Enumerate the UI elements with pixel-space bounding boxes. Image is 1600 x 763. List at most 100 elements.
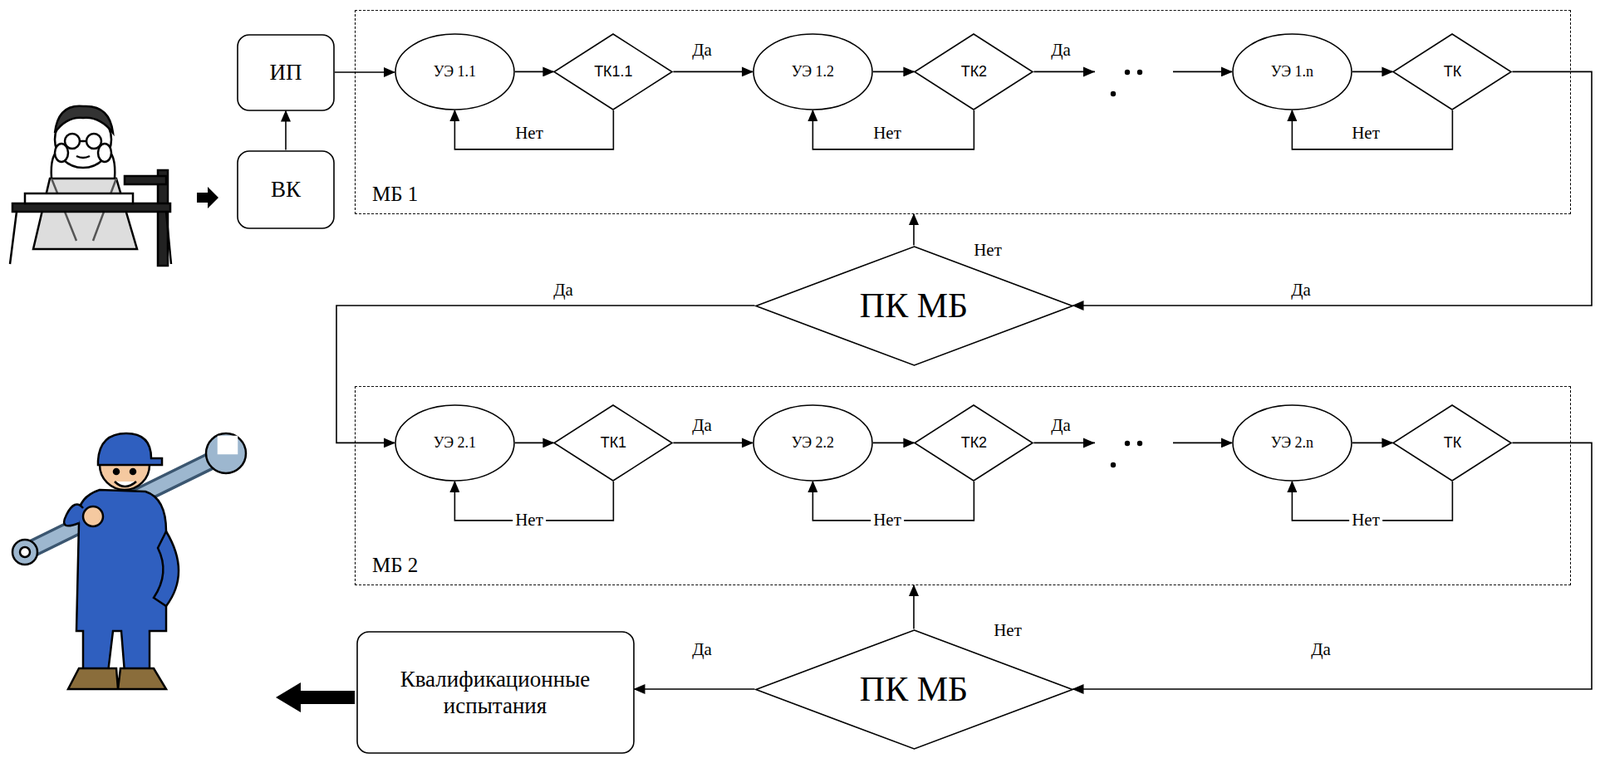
node-text: УЭ 1.n: [1271, 63, 1314, 82]
node-text: ВК: [270, 176, 301, 203]
node-text: ТК1.1: [593, 63, 634, 82]
decision-diamond: ПК МБ: [755, 629, 1074, 751]
edge-label: Да: [1288, 280, 1314, 300]
text-holder: Квалификационные испытания: [356, 631, 635, 755]
flow-connector: [672, 442, 753, 445]
edge-label: Да: [1048, 40, 1074, 60]
node-text: УЭ 2.n: [1271, 434, 1314, 453]
node-outline: [356, 631, 635, 755]
mechanic-figure: [12, 433, 246, 690]
ellipse-outline: [753, 405, 873, 481]
node-text: МБ 1: [372, 181, 418, 207]
flow-connector: [454, 110, 614, 150]
illustration-part: [19, 547, 30, 558]
text-holder: УЭ 1.2: [752, 33, 874, 111]
edge-label: Нет: [870, 123, 904, 143]
illustration-part: [218, 436, 237, 454]
illustration-part: [153, 531, 179, 607]
illustration-part: [68, 668, 167, 690]
check-diamond: ТК: [1392, 33, 1512, 111]
element-ellipse: УЭ 1.2: [752, 33, 874, 111]
node-text: ПК МБ: [859, 668, 968, 711]
flow-connector: [873, 71, 915, 74]
diamond-outline: [554, 405, 673, 481]
illustration-part: [124, 176, 167, 185]
edge-label: Нет: [971, 240, 1005, 261]
ellipse-outline: [395, 405, 515, 481]
illustration-part: [76, 156, 90, 158]
diamond-outline: [914, 34, 1033, 110]
flow-connector: [1033, 442, 1232, 445]
node-text: УЭ 1.1: [433, 63, 477, 82]
edge-label: Нет: [512, 123, 546, 143]
illustration-part: [98, 433, 162, 466]
illustration-part: [206, 433, 246, 474]
text-holder: ТК: [1392, 404, 1512, 482]
ellipse-outline: [395, 34, 515, 110]
text-holder: ПК МБ: [755, 245, 1074, 367]
text-holder: ВК: [236, 150, 335, 230]
continuation-dots: [1110, 462, 1116, 468]
node-text: ТК2: [961, 63, 988, 82]
flow-connector: [812, 110, 974, 150]
diamond-outline: [1393, 405, 1512, 481]
edge-label: Нет: [870, 510, 904, 531]
text-holder: ТК1.1: [553, 33, 673, 111]
illustration-part: [54, 106, 113, 133]
edge-label: Да: [689, 416, 715, 436]
text-holder: УЭ 1.1: [394, 33, 516, 111]
illustration-part: [33, 178, 138, 250]
continuation-dots: [1137, 69, 1143, 75]
box-outline: [357, 632, 634, 754]
module-block: МБ 1 УЭ 1.1 ТК1.1 УЭ 1.2 ТК2 УЭ 1.n ТК: [354, 9, 1571, 215]
element-ellipse: УЭ 1.1: [394, 33, 516, 111]
flow-connector: [672, 71, 753, 74]
flow-connector: [1073, 442, 1593, 690]
diamond-outline: [914, 405, 1033, 481]
text-holder: ТК2: [913, 33, 1034, 111]
process-box: ВК: [236, 150, 335, 230]
illustration-part: [12, 539, 38, 565]
edge-label: Нет: [1349, 510, 1383, 531]
flow-connector: [912, 585, 915, 630]
flow-connector: [515, 71, 555, 74]
diamond-outline: [755, 246, 1073, 366]
illustration-part: [79, 140, 87, 143]
node-text: ИП: [269, 58, 303, 86]
flow-connector: [515, 442, 555, 445]
decision-diamond: ПК МБ: [755, 245, 1074, 367]
node-text: УЭ 1.2: [791, 63, 835, 82]
text-holder: ТК: [1392, 33, 1512, 111]
illustration-part: [113, 469, 119, 475]
process-box: Квалификационные испытания: [356, 631, 635, 755]
edge-label: Да: [689, 640, 715, 660]
edge-label: Да: [550, 280, 576, 300]
node-text: УЭ 2.2: [791, 434, 835, 453]
illustration-part: [98, 143, 112, 162]
text-holder: ТК1: [553, 404, 673, 482]
edge-label: Да: [1308, 640, 1334, 660]
node-text: УЭ 2.1: [433, 434, 477, 453]
edge-label: Да: [1048, 416, 1074, 436]
illustration-part: [63, 505, 84, 527]
box-outline: [237, 34, 334, 111]
flow-connector: [1033, 71, 1232, 74]
text-holder: ИП: [236, 34, 335, 112]
element-ellipse: УЭ 2.2: [752, 404, 874, 482]
box-outline: [237, 151, 334, 229]
continuation-dots: [1110, 91, 1116, 97]
flow-connector: [1352, 442, 1394, 445]
illustration-part: [54, 143, 69, 162]
flow-connector: [873, 442, 915, 445]
continuation-dots: [1124, 69, 1130, 75]
text-holder: УЭ 2.2: [752, 404, 874, 482]
module-block: МБ 2УЭ 2.1ТК1УЭ 2.2ТК2УЭ 2.nТК: [354, 386, 1571, 586]
input-arrow: [196, 186, 219, 209]
text-holder: УЭ 1.n: [1231, 33, 1353, 111]
flow-connector: [1291, 110, 1453, 150]
ellipse-outline: [753, 34, 873, 110]
edge-label: Нет: [512, 510, 546, 531]
